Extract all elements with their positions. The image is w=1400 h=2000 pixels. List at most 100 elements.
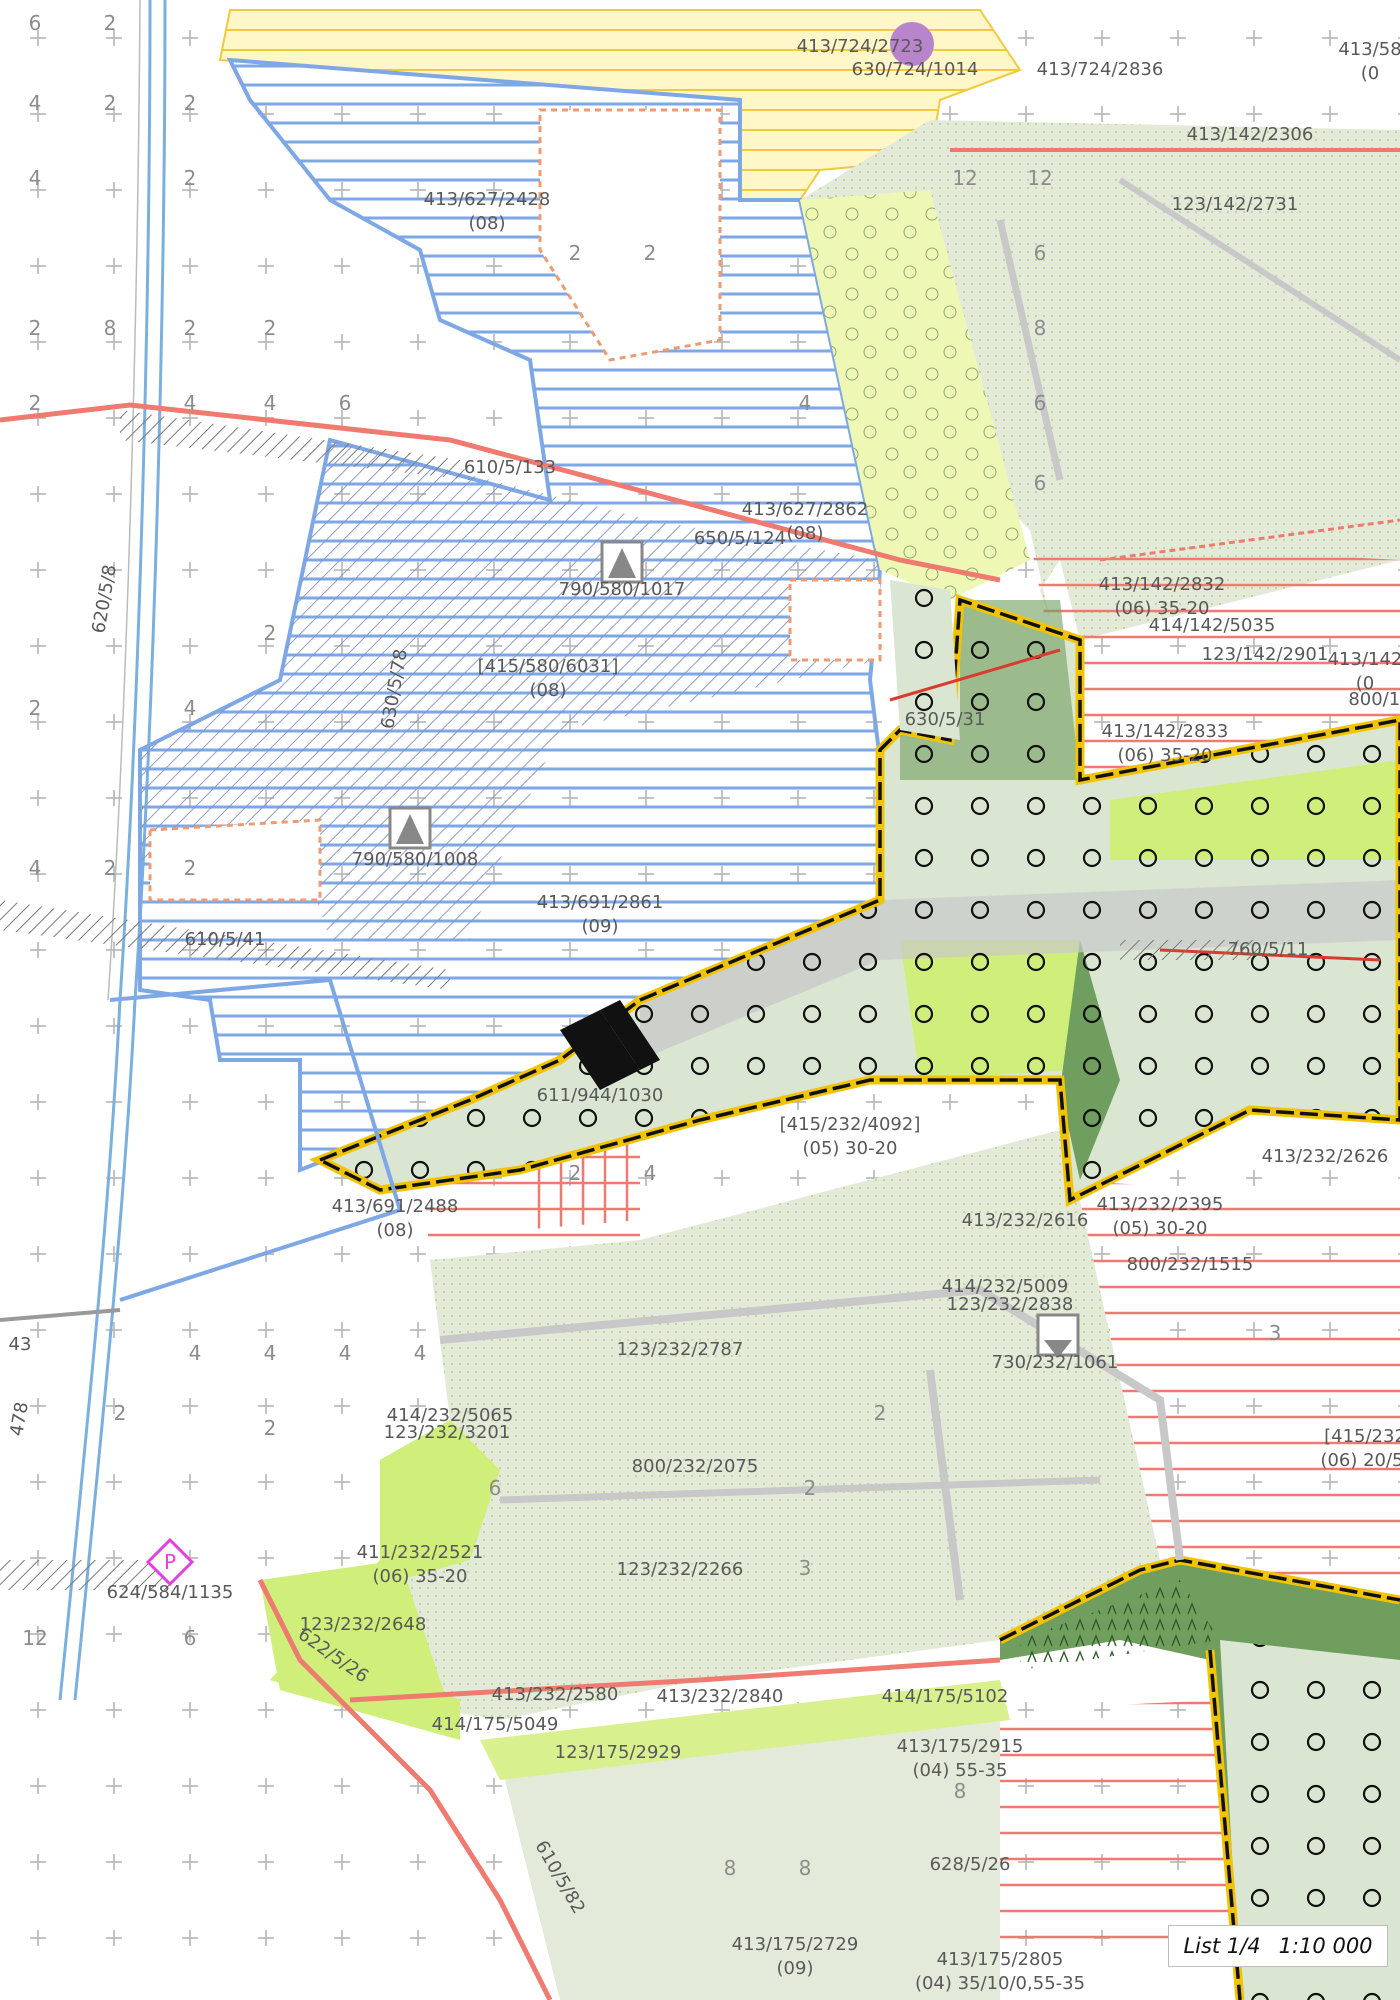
transport-lines xyxy=(0,148,1400,2000)
grid-number: 4 xyxy=(414,1341,427,1365)
parcel-label: 800/14 xyxy=(1348,689,1400,710)
parcel-label: 730/232/1061 xyxy=(992,1352,1119,1373)
grid-number: 6 xyxy=(1034,471,1047,495)
grid-number: 12 xyxy=(22,1626,47,1650)
parcel-sublabel: (06) 35-20 xyxy=(1115,598,1210,619)
sheet-label: List 1/4 xyxy=(1183,1934,1261,1958)
grid-number: 2 xyxy=(184,316,197,340)
parcel-sublabel: (08) xyxy=(377,1220,414,1241)
parcel-label: 413/142/2832 xyxy=(1099,574,1226,595)
grid-number: 3 xyxy=(1269,1321,1282,1345)
parcel-sublabel: (09) xyxy=(777,1958,814,1979)
grid-number: 6 xyxy=(29,11,42,35)
grid-number: 4 xyxy=(339,1341,352,1365)
grid-number: 2 xyxy=(184,91,197,115)
grid-number: 4 xyxy=(264,391,277,415)
parcel-label: 123/232/3201 xyxy=(384,1422,511,1443)
parcel-label: 800/232/2075 xyxy=(632,1456,759,1477)
parcel-label: 413/175/2805 xyxy=(937,1949,1064,1970)
parcel-label: 413/175/2729 xyxy=(732,1934,859,1955)
parcel-label: 413/724/2723 xyxy=(797,36,924,57)
parcel-label: 413/232/2626 xyxy=(1262,1146,1389,1167)
grid-number: 8 xyxy=(724,1856,737,1880)
park-light-green-north-trees xyxy=(800,190,1030,600)
green-corridor-north xyxy=(890,580,960,740)
parcel-label: 760/5/11 xyxy=(1228,939,1309,960)
parcel-sublabel: (05) 30-20 xyxy=(803,1138,898,1159)
parcel-label: 123/142/2731 xyxy=(1172,194,1299,215)
grid-number: 2 xyxy=(184,856,197,880)
parcel-label: 413/691/2488 xyxy=(332,1196,459,1217)
parcel-label: 413/724/2836 xyxy=(1037,59,1164,80)
parcel-sublabel: (08) xyxy=(469,213,506,234)
grid-number: 2 xyxy=(264,1416,277,1440)
grid-number: 6 xyxy=(184,1626,197,1650)
triangle-marker-2 xyxy=(388,806,432,850)
parcel-label: 413/691/2861 xyxy=(537,892,664,913)
grid-number: 12 xyxy=(952,166,977,190)
grid-number: 12 xyxy=(1027,166,1052,190)
parcel-label: [415/232 xyxy=(1324,1426,1400,1447)
parcel-label: 123/232/2838 xyxy=(947,1294,1074,1315)
parcel-label: 790/580/1017 xyxy=(559,579,686,600)
parcel-label: 414/232/5065 xyxy=(387,1405,514,1426)
parcel-label: 414/232/5009 xyxy=(942,1276,1069,1297)
grid-number: 4 xyxy=(184,696,197,720)
parcel-sublabel: (04) 55-35 xyxy=(913,1760,1008,1781)
industrial-blocks xyxy=(148,108,882,902)
parcel-label: [415/232/4092] xyxy=(780,1114,921,1135)
parcel-label: 790/580/1008 xyxy=(352,849,479,870)
triangle-marker-3 xyxy=(1036,1313,1080,1358)
grid-number: 2 xyxy=(104,91,117,115)
parcel-label: 413/58 xyxy=(1338,39,1400,60)
grid-number: 4 xyxy=(644,1161,657,1185)
residential-south-dots xyxy=(380,1130,1160,1720)
grid-number: 8 xyxy=(1034,316,1047,340)
grid-number: 4 xyxy=(189,1341,202,1365)
grid-number: 4 xyxy=(799,391,812,415)
grid-number: 4 xyxy=(184,391,197,415)
parcel-label: [415/580/6031] xyxy=(478,656,619,677)
parcel-label: 413/142/2306 xyxy=(1187,124,1314,145)
parcel-label: 610/5/133 xyxy=(464,457,556,478)
grid-number: 2 xyxy=(569,241,582,265)
grid-number: 2 xyxy=(644,241,657,265)
parcel-label: 413/175/2915 xyxy=(897,1736,1024,1757)
scale-label: 1:10 000 xyxy=(1278,1934,1373,1958)
grid-number: 2 xyxy=(104,856,117,880)
grid-number: 2 xyxy=(104,11,117,35)
purple-node-marker xyxy=(890,22,934,66)
parcel-sublabel: (04) 35/10/0,55-35 xyxy=(915,1973,1085,1994)
parcel-label: 628/5/26 xyxy=(930,1854,1011,1875)
parcel-sublabel: (06) 20/5/ xyxy=(1320,1450,1400,1471)
grid-number: 4 xyxy=(29,856,42,880)
grid-number: 4 xyxy=(29,166,42,190)
parcel-label: 630/5/31 xyxy=(905,709,986,730)
grid-number: 8 xyxy=(104,316,117,340)
parcel-sublabel: (0 xyxy=(1361,63,1379,84)
zone-yellow-top-hatch xyxy=(220,10,1020,200)
sheet-scale-box: List 1/4 1:10 000 xyxy=(1168,1925,1388,1967)
parcel-label: 630/724/1014 xyxy=(852,59,979,80)
park-light-green-strip xyxy=(480,1680,1010,1780)
parcel-label: 800/232/1515 xyxy=(1127,1254,1254,1275)
parcel-sublabel: (08) xyxy=(530,680,567,701)
parcel-label: 624/584/1135 xyxy=(107,1582,234,1603)
parcel-label: 123/232/2266 xyxy=(617,1559,744,1580)
parcel-label: 414/142/5035 xyxy=(1149,615,1276,636)
parcel-label: 413/627/2862 xyxy=(742,499,869,520)
parcel-label: 414/175/5102 xyxy=(882,1686,1009,1707)
parcel-label: 413/627/2428 xyxy=(424,189,551,210)
grid-number: 2 xyxy=(184,166,197,190)
parcel-label: 123/142/2901 xyxy=(1202,644,1329,665)
residential-south-2 xyxy=(500,1700,1000,2000)
grid-number: 2 xyxy=(264,316,277,340)
grid-number: 2 xyxy=(29,391,42,415)
grid-number: 4 xyxy=(264,1341,277,1365)
parcel-sublabel: (08) xyxy=(787,523,824,544)
grid-number: 4 xyxy=(29,91,42,115)
parcel-label: 650/5/124 xyxy=(694,528,786,549)
black-structure xyxy=(560,1000,660,1090)
